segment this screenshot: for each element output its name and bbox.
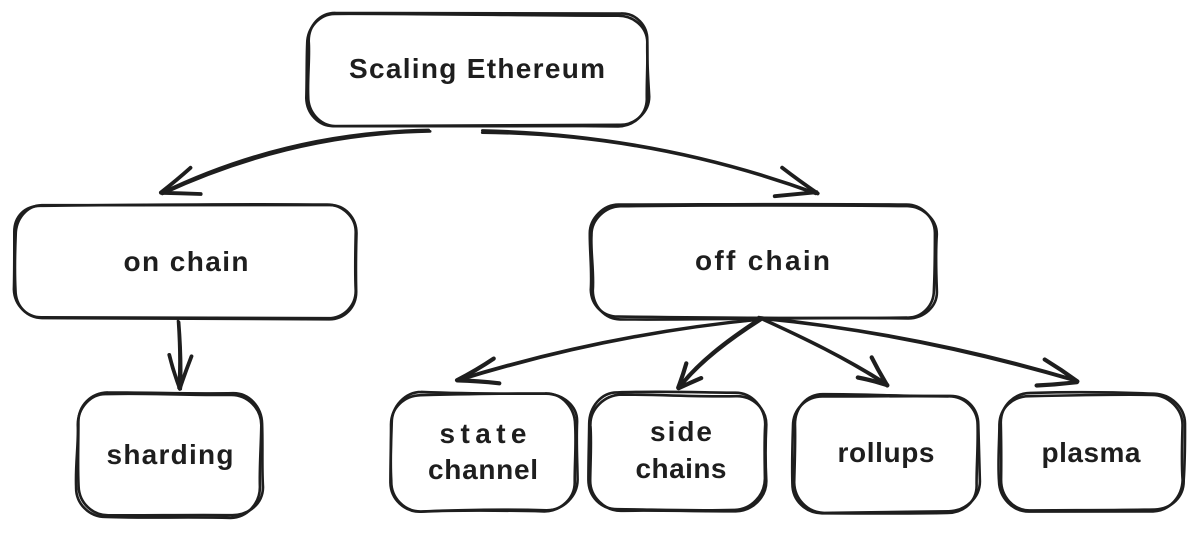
svg-text:sharding: sharding xyxy=(107,439,234,470)
svg-text:off chain: off chain xyxy=(695,245,830,276)
svg-text:side: side xyxy=(650,416,712,447)
svg-text:on chain: on chain xyxy=(124,246,249,277)
svg-text:chains: chains xyxy=(636,453,727,484)
svg-text:plasma: plasma xyxy=(1042,437,1141,468)
svg-text:channel: channel xyxy=(428,454,538,485)
svg-text:rollups: rollups xyxy=(838,437,935,468)
svg-text:Scaling Ethereum: Scaling Ethereum xyxy=(349,53,605,84)
svg-text:state: state xyxy=(440,418,527,449)
